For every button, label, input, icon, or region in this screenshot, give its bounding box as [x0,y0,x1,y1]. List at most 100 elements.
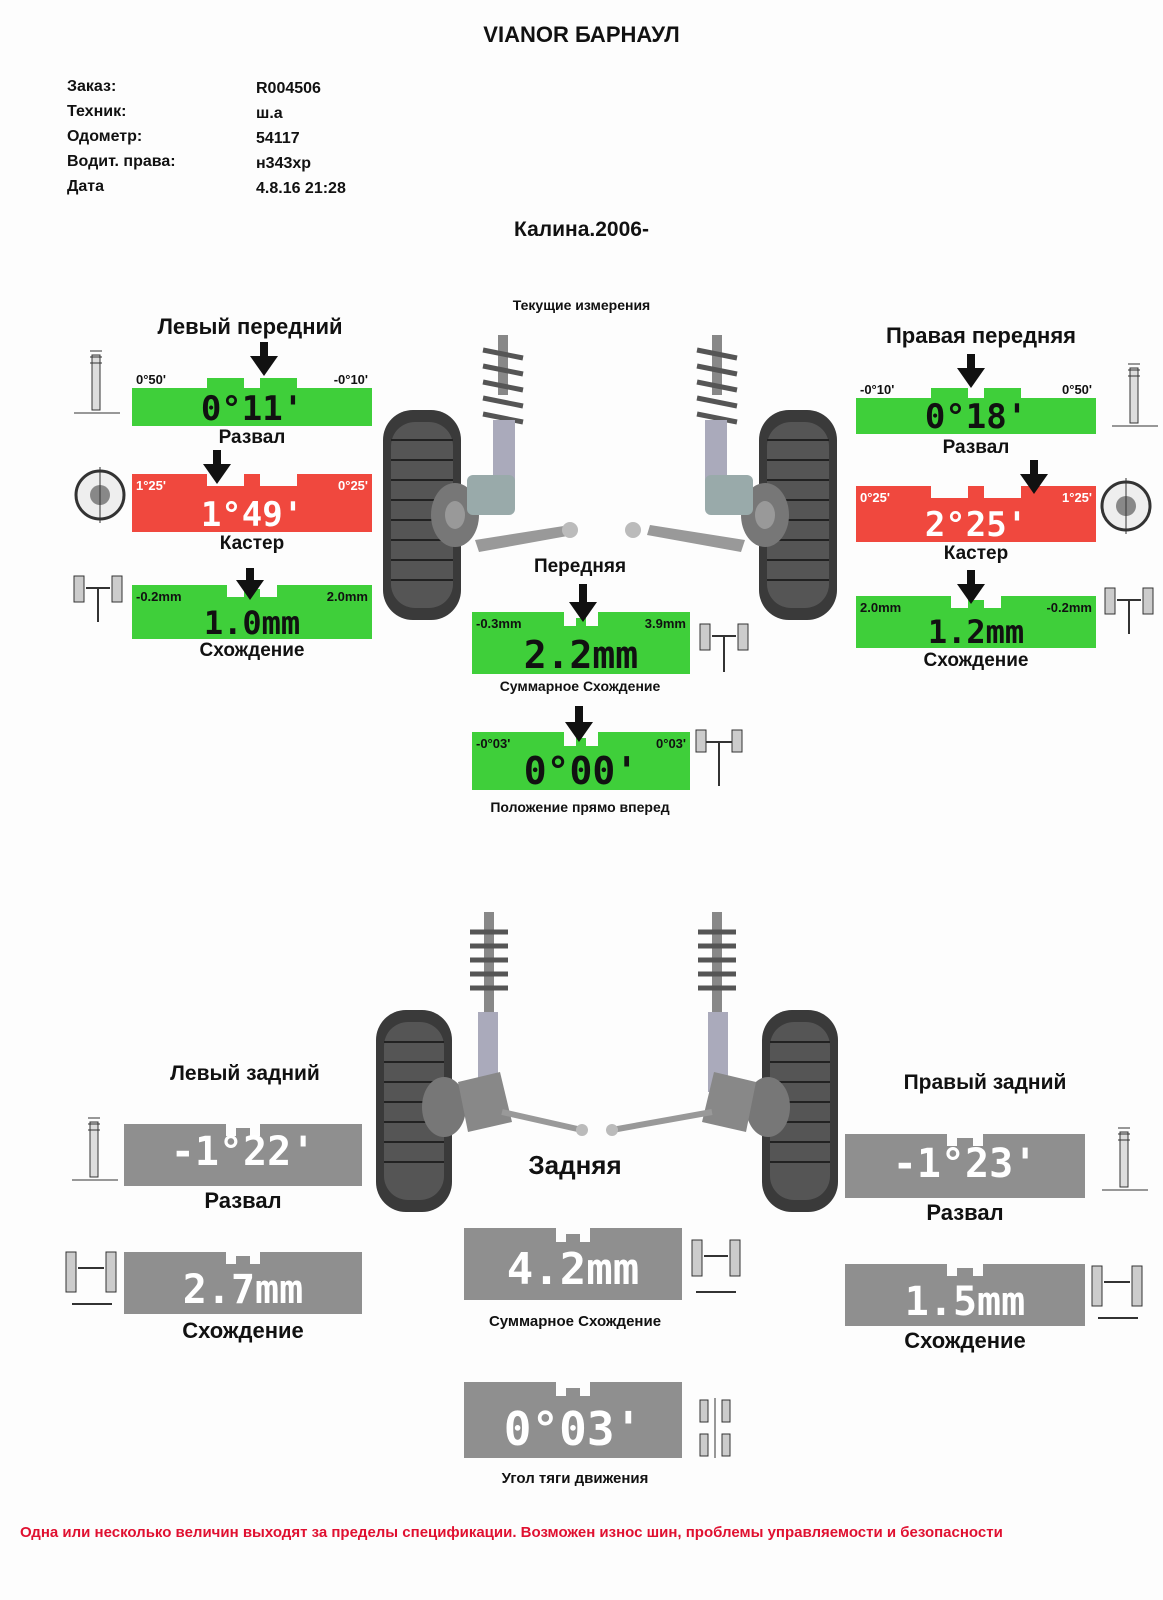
camber-icon [1112,363,1158,427]
thrust-angle-label: Угол тяги движения [501,1470,649,1487]
rear-total-toe-label: Суммарное Схождение [488,1313,662,1330]
rear-right-toe-gauge: 1.5mm [845,1264,1085,1326]
rear-left-camber-gauge: -1°22' [124,1124,362,1186]
front-total-toe-gauge: -0.3mm 3.9mm 2.2mm [472,612,690,674]
rear-left-title: Левый задний [170,1062,320,1085]
front-right-toe-value: 1.2mm [927,613,1025,648]
rear-total-toe-value: 4.2mm [506,1244,640,1295]
front-right-camber-value: 0°18' [924,397,1028,434]
steering-straight-max: 0°03' [656,736,686,751]
rear-right-camber-gauge: -1°23' [845,1134,1085,1198]
front-left-camber-label: Развал [218,427,286,448]
caster-icon [1100,478,1152,534]
front-right-toe-max: -0.2mm [1046,600,1092,615]
rear-right-title: Правый задний [903,1071,1067,1094]
front-left-camber-gauge: 0°50' -0°10' 0°11' [132,368,372,426]
front-right-toe-label: Схождение [923,650,1029,671]
camber-icon [1102,1127,1148,1191]
front-right-caster-arrow-icon [1020,460,1048,494]
steering-straight-arrow-icon [565,706,593,742]
rear-suspension-illustration [376,912,838,1212]
technician-label: Техник: [67,103,127,120]
total-toe-icon [699,623,749,672]
front-left-caster-label: Кастер [219,533,285,554]
rear-left-toe-gauge: 2.7mm [124,1252,362,1314]
order-label: Заказ: [67,78,117,95]
license-value: н343хр [256,155,312,172]
rear-left-camber-label: Развал [204,1188,282,1213]
front-right-camber-max: 0°50' [1062,382,1092,397]
front-right-toe-min: 2.0mm [860,600,902,615]
rear-axle-label: Задняя [528,1150,622,1180]
front-total-toe-max: 3.9mm [644,616,686,631]
rear-total-toe-gauge: 4.2mm [464,1228,682,1300]
steering-straight-min: -0°03' [476,736,511,751]
front-right-caster-value: 2°25' [924,505,1028,542]
front-right-camber-gauge: -0°10' 0°50' 0°18' [856,378,1096,434]
steering-straight-value: 0°00' [523,749,639,790]
current-measurements-label: Текущие измерения [512,297,651,313]
front-total-toe-min: -0.3mm [476,616,522,631]
toe-icon [65,1251,117,1305]
front-left-toe-arrow-icon [236,568,264,600]
front-right-camber-label: Развал [942,437,1010,458]
technician-value: ш.а [256,105,283,122]
front-right-toe-gauge: 2.0mm -0.2mm 1.2mm [856,596,1096,648]
steering-wheel-icon [695,729,743,786]
front-left-toe-label: Схождение [199,640,305,661]
vehicle-model: Калина.2006- [514,218,649,241]
front-left-toe-gauge: -0.2mm 2.0mm 1.0mm [132,585,372,639]
order-value: R004506 [256,80,321,97]
front-left-toe-min: -0.2mm [136,589,182,604]
front-left-caster-gauge: 1°25' 0°25' 1°49' [132,474,372,532]
rear-right-toe-label: Схождение [904,1328,1026,1353]
front-left-caster-min: 1°25' [136,478,166,493]
rear-left-toe-value: 2.7mm [182,1267,304,1313]
front-left-toe-max: 2.0mm [326,589,368,604]
odometer-value: 54117 [256,130,300,147]
front-right-caster-max: 1°25' [1062,490,1092,505]
front-suspension-illustration [383,335,837,620]
front-left-toe-value: 1.0mm [203,604,301,639]
front-right-caster-gauge: 0°25' 1°25' 2°25' [856,486,1096,542]
rear-right-toe-value: 1.5mm [904,1279,1026,1325]
thrust-angle-icon [699,1398,731,1458]
front-left-camber-min: 0°50' [136,372,166,387]
front-total-toe-value: 2.2mm [523,633,639,674]
camber-icon [72,1117,118,1181]
date-value: 4.8.16 21:28 [256,180,346,197]
front-left-camber-max: -0°10' [333,372,368,387]
front-right-caster-label: Кастер [943,543,1009,564]
rear-left-toe-label: Схождение [182,1318,304,1343]
camber-icon [74,350,120,414]
toe-icon [1091,1265,1143,1319]
front-total-toe-arrow-icon [569,584,597,622]
front-left-caster-max: 0°25' [338,478,368,493]
front-right-camber-min: -0°10' [860,382,895,397]
front-right-title: Правая передняя [885,323,1077,348]
steering-straight-label: Положение прямо вперед [490,799,670,815]
caster-icon [74,467,126,523]
license-label: Водит. права: [67,153,176,170]
thrust-angle-gauge: 0°03' [464,1382,682,1458]
report-title: VIANOR БАРНАУЛ [483,22,680,47]
toe-icon [1104,587,1154,634]
steering-straight-gauge: -0°03' 0°03' 0°00' [472,732,690,790]
toe-icon [73,575,123,622]
front-left-caster-arrow-icon [203,450,231,484]
front-axle-label: Передняя [533,556,627,577]
rear-right-camber-value: -1°23' [892,1141,1038,1187]
front-right-caster-min: 0°25' [860,490,890,505]
date-label: Дата [67,178,105,195]
front-left-camber-value: 0°11' [200,389,304,426]
odometer-label: Одометр: [67,128,143,145]
front-left-title: Левый передний [157,314,343,339]
out-of-spec-warning: Одна или несколько величин выходят за пр… [20,1524,1003,1541]
front-right-camber-arrow-icon [957,354,985,388]
front-left-caster-value: 1°49' [200,495,304,532]
rear-right-camber-label: Развал [926,1200,1004,1225]
rear-left-camber-value: -1°22' [170,1129,316,1175]
thrust-angle-value: 0°03' [503,1402,643,1456]
total-toe-icon [691,1239,741,1293]
front-right-toe-arrow-icon [957,570,985,604]
